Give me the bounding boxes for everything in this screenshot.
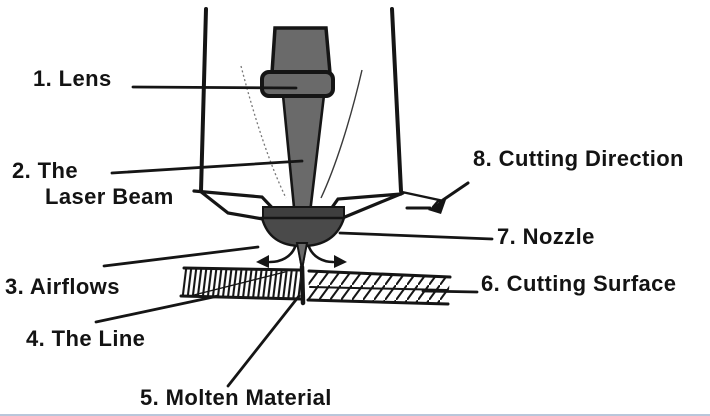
housing-left-wall [199,7,208,193]
nozzle [260,206,346,270]
airflow-arrow-left [268,245,297,264]
label-molten-material: 5. Molten Material [140,385,332,410]
lens-band [260,70,335,98]
beam-column-upper [270,26,332,75]
molten-material-line [299,264,306,306]
laser-head-housing [192,7,442,221]
leader-lines [94,85,494,388]
beam-tip [295,242,309,270]
focus-ray-curves [240,65,363,199]
label-nozzle: 7. Nozzle [497,224,595,249]
cutting-direction-arrow [405,181,470,214]
airflow-arrowhead-left [256,255,269,268]
cutting-surface-hatch [308,271,450,304]
leader-line-the-line [94,294,220,324]
label-lens: 1. Lens [33,66,112,91]
bottom-edge-line [0,414,710,416]
housing-right-wall [390,7,403,193]
nozzle-mount-strip [262,206,345,219]
material-slab [179,264,452,306]
leader-line-nozzle [338,231,494,241]
leader-line-cutting-surface [421,289,479,294]
airflow-arrow-right [307,245,335,264]
airflow-arrowhead-right [334,255,347,268]
label-the-line: 4. The Line [26,326,146,351]
airflow-arrows [256,245,347,268]
leader-line-airflows [102,245,260,268]
label-cutting-direction: 8. Cutting Direction [473,146,684,171]
leader-line-molten-material [226,294,301,388]
label-cutting-surface: 6. Cutting Surface [481,271,677,296]
nozzle-dome [260,216,346,248]
label-airflows: 3. Airflows [5,274,120,299]
leader-line-laser-beam [110,159,304,175]
leader-line-lens [131,85,298,90]
cutting-direction-arrowhead [428,197,447,214]
label-laser-beam-line2: Laser Beam [45,184,174,209]
label-laser-beam-line1: 2. The [12,158,78,183]
